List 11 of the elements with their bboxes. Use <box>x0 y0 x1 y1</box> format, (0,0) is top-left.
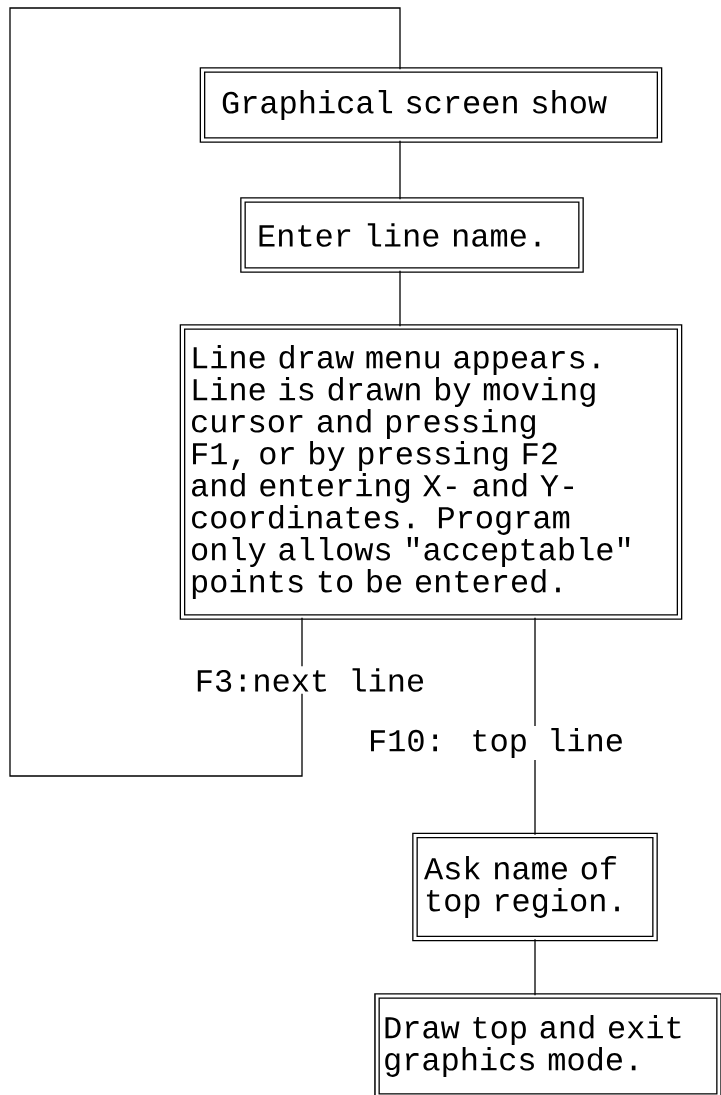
process-box: Draw top and exit graphics mode. <box>374 993 721 1095</box>
edge-label: F3:next line <box>192 666 428 694</box>
connector <box>399 270 401 327</box>
connector <box>399 140 401 200</box>
process-box: Enter line name. <box>240 197 584 273</box>
process-box: Graphical screen show <box>199 67 663 143</box>
connector <box>9 7 401 777</box>
connector <box>534 938 536 996</box>
edge-label: F10: top line <box>366 726 627 760</box>
process-box: Ask name of top region. <box>412 832 658 942</box>
process-box: Line draw menu appears. Line is drawn by moving cursor and pressing F1, or by pressing F2 and entering X- and Y-coordinates. Program only allows "acceptable" points to be entered. <box>179 324 683 620</box>
